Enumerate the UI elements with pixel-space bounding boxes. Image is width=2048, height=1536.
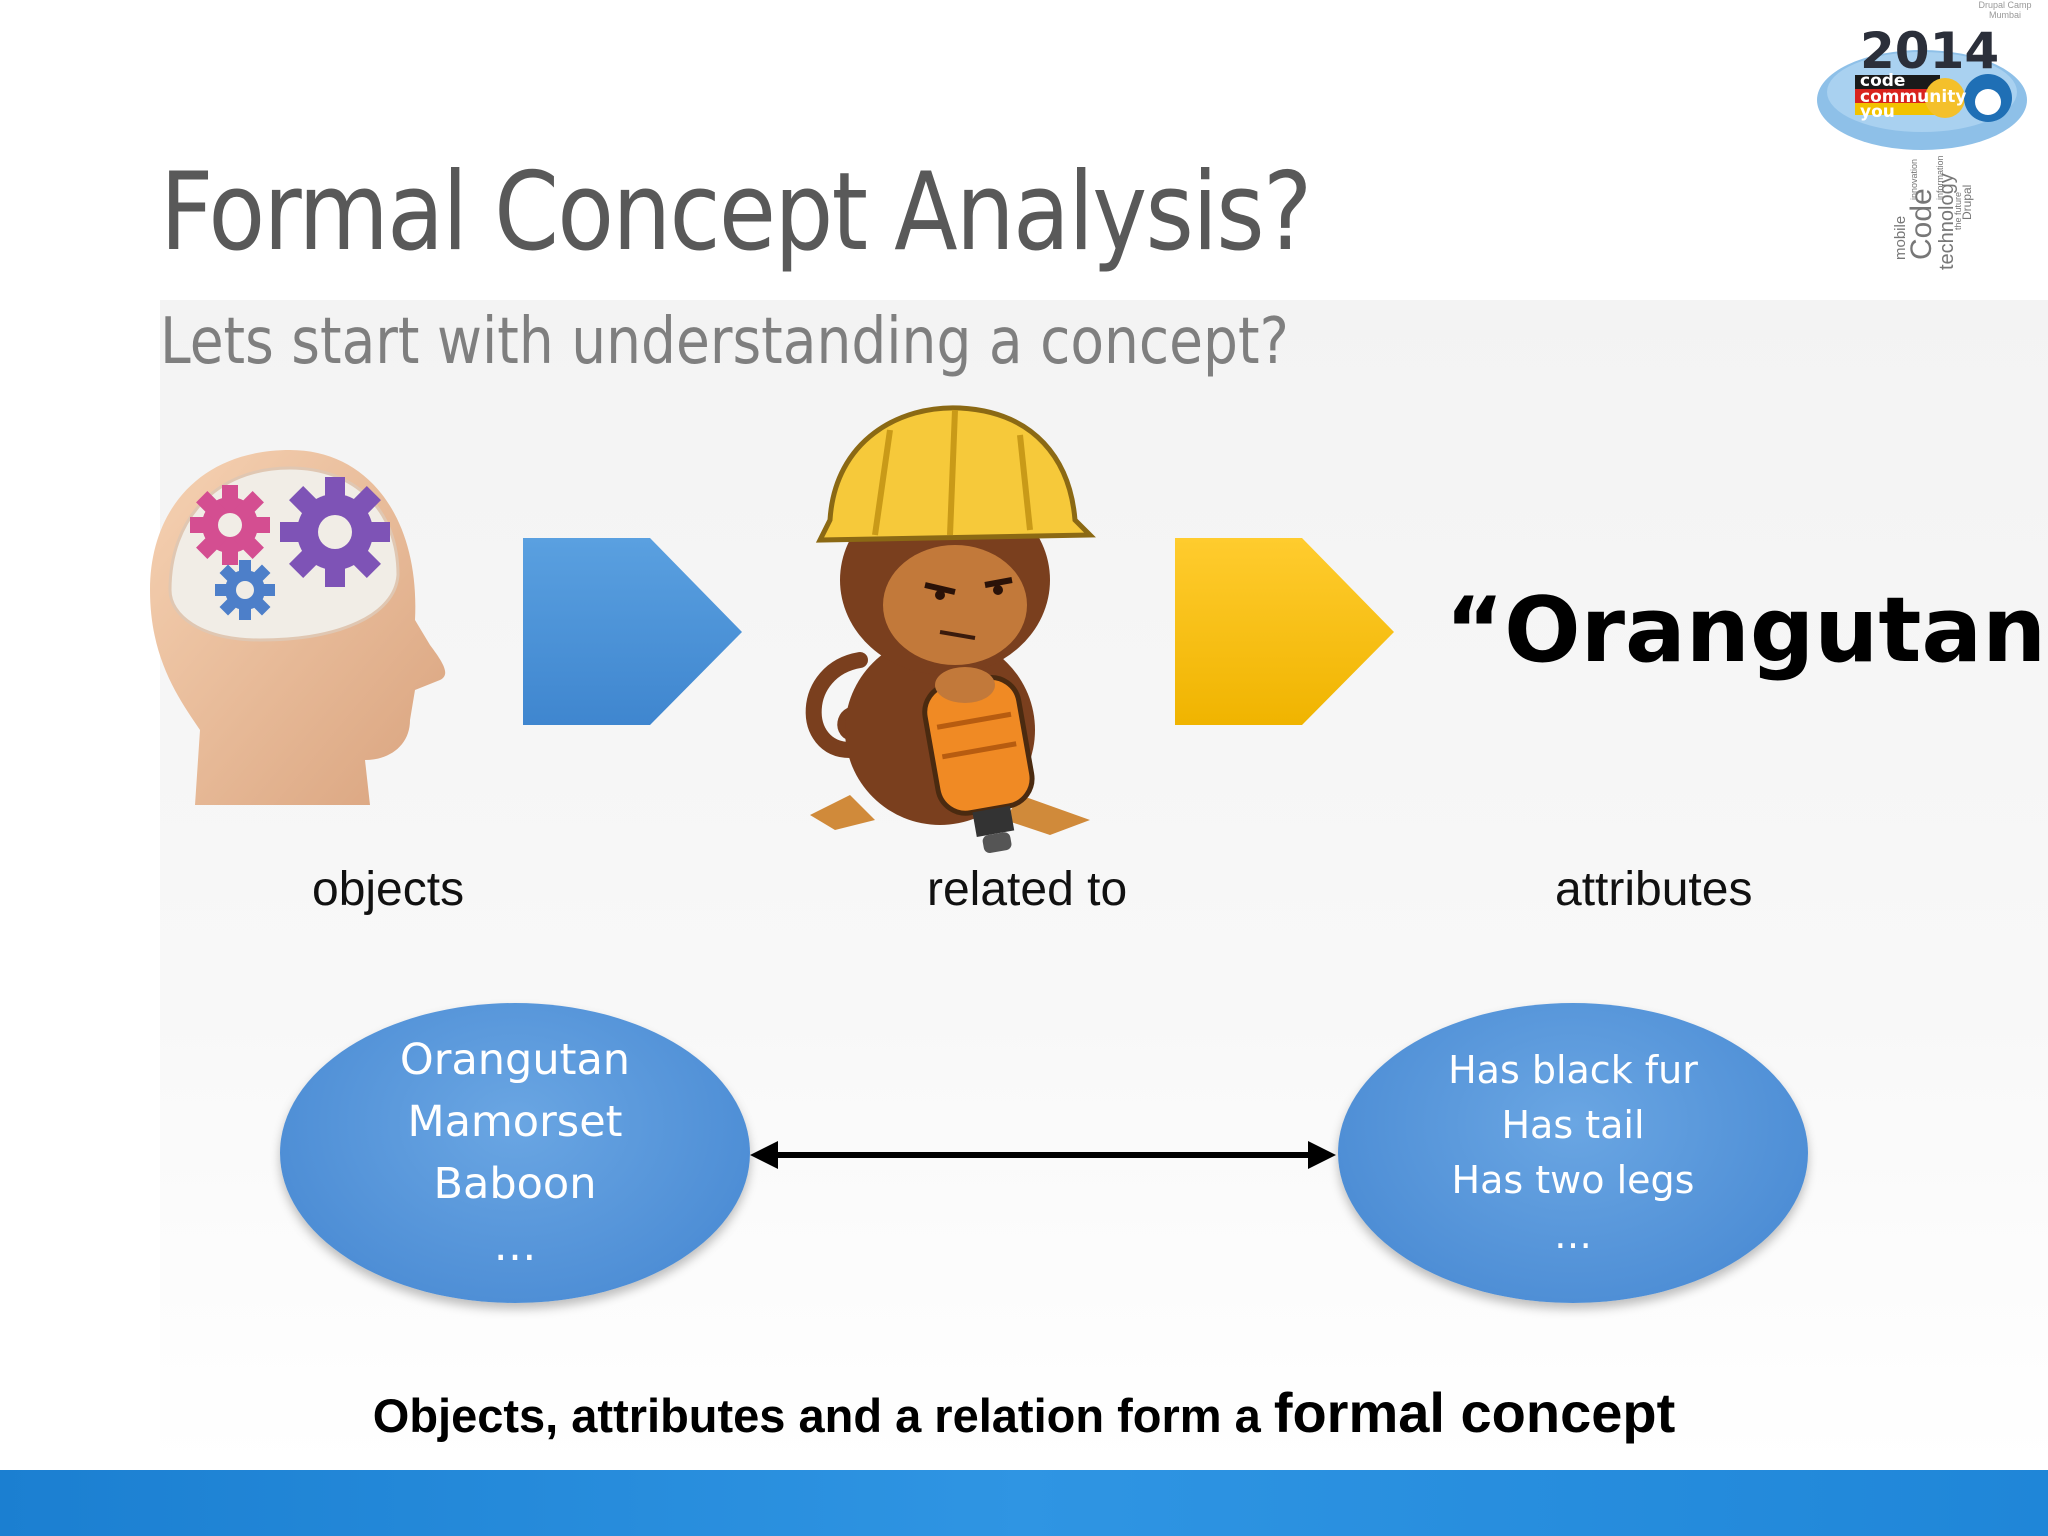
drupalcamp-logo: 2014 code community you mobile Code tech…	[1817, 22, 2027, 270]
logo-tagline-3: you	[1860, 102, 1895, 122]
blue-arrow-icon	[523, 538, 742, 725]
object-item: Orangutan	[399, 1035, 631, 1085]
double-arrow-icon	[750, 1141, 1336, 1169]
attribute-item: Has tail	[1501, 1103, 1645, 1147]
attribute-item: Has black fur	[1448, 1048, 1698, 1092]
slide-subtitle: Lets start with understanding a concept?	[160, 305, 1289, 379]
logo-word-code: Code	[1905, 188, 1938, 260]
footer-emphasis: formal concept	[1273, 1381, 1676, 1444]
label-objects: objects	[312, 863, 465, 916]
logo-word-information: information	[1935, 155, 1945, 200]
monkey-hardhat-icon	[805, 405, 1096, 853]
slide-title: Formal Concept Analysis?	[160, 150, 1312, 275]
logo-word-innovation: innovation	[1909, 159, 1919, 200]
footer-prefix: Objects, attributes and a relation form …	[372, 1389, 1274, 1442]
attribute-item: …	[1554, 1213, 1592, 1257]
footer-statement: Objects, attributes and a relation form …	[0, 1380, 2048, 1445]
logo-word-future: the future	[1953, 192, 1963, 230]
bottom-band	[0, 1470, 2048, 1536]
attribute-item: Has two legs	[1451, 1158, 1695, 1202]
brain-gears-icon	[150, 450, 446, 805]
concept-name: “Orangutan”	[1445, 578, 2048, 683]
logo-word-technology: technology	[1936, 173, 1958, 270]
label-attributes: attributes	[1555, 863, 1753, 916]
logo-word-drupal: Drupal	[1960, 185, 1974, 220]
object-item: …	[493, 1221, 537, 1271]
object-item: Mamorset	[407, 1097, 623, 1147]
logo-tagline-2: community	[1860, 87, 1966, 107]
logo-word-mobile: mobile	[1892, 216, 1909, 260]
objects-ellipse: Orangutan Mamorset Baboon …	[280, 1003, 750, 1303]
object-item: Baboon	[433, 1159, 597, 1209]
logo-tagline-1: code	[1860, 71, 1905, 91]
logo-year: 2014	[1860, 22, 1999, 80]
attributes-ellipse: Has black fur Has tail Has two legs …	[1338, 1003, 1808, 1303]
yellow-arrow-icon	[1175, 538, 1394, 725]
logo-caption: Drupal Camp Mumbai	[1978, 0, 2032, 20]
label-related-to: related to	[927, 863, 1128, 916]
